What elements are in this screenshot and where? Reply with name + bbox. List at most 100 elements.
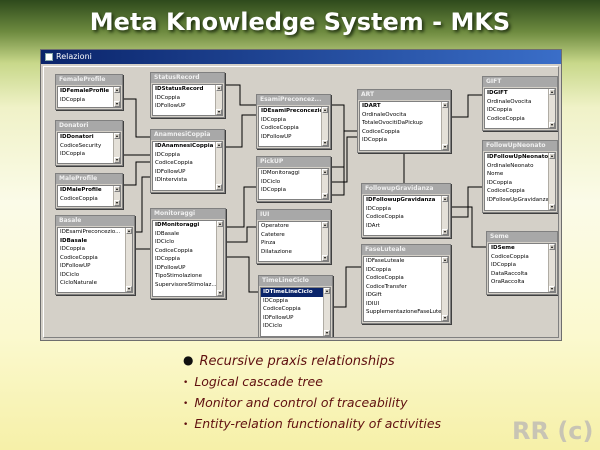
scroll-up-icon[interactable] [442, 257, 448, 263]
vertical-scrollbar[interactable] [113, 87, 120, 107]
vertical-scrollbar[interactable] [548, 244, 555, 292]
relationship-line[interactable] [225, 114, 256, 148]
table-field[interactable]: CodiceCoppia [263, 306, 301, 312]
table-field[interactable]: TipoStimolazione [155, 273, 203, 279]
relationship-line[interactable] [331, 136, 357, 183]
vertical-scrollbar[interactable] [215, 142, 222, 190]
vertical-scrollbar[interactable] [548, 89, 555, 128]
relationship-line[interactable] [226, 256, 258, 293]
scroll-down-icon[interactable] [322, 193, 328, 199]
relationship-line[interactable] [331, 266, 361, 308]
table-field[interactable]: IDFollowupGravidanza [366, 197, 436, 203]
table-title[interactable]: FollowUpNeonato [483, 141, 557, 151]
scroll-down-icon[interactable] [126, 286, 132, 292]
table-field[interactable]: IDCoppia [155, 151, 180, 158]
scroll-down-icon[interactable] [216, 109, 222, 115]
table-title[interactable]: StatusRecord [151, 73, 224, 83]
table-title[interactable]: FaseLuteale [362, 245, 450, 255]
scroll-up-icon[interactable] [114, 186, 120, 192]
table-field[interactable]: IDFollowUpGravidanza [487, 196, 549, 203]
scroll-down-icon[interactable] [114, 101, 120, 107]
table-field[interactable]: IDCiclo [261, 178, 281, 185]
scroll-up-icon[interactable] [322, 107, 328, 113]
relationship-line[interactable] [331, 130, 357, 196]
table-field[interactable]: IDCiclo [263, 323, 283, 329]
table-field[interactable]: OrdinaleNeonato [487, 162, 534, 169]
vertical-scrollbar[interactable] [113, 133, 120, 163]
table-field[interactable]: IDCoppia [261, 187, 286, 193]
table-field[interactable]: IDCiclo [155, 239, 175, 245]
scroll-up-icon[interactable] [549, 244, 555, 250]
table-title[interactable]: GIFT [483, 77, 557, 87]
table-field[interactable]: CodiceCoppia [155, 247, 193, 254]
vertical-scrollbar[interactable] [113, 186, 120, 206]
table-field[interactable]: IDFollowUP [263, 314, 294, 321]
scroll-down-icon[interactable] [549, 286, 555, 292]
table-title[interactable]: MaleProfile [56, 174, 122, 184]
table-field[interactable]: Operatore [261, 223, 289, 229]
table-field[interactable]: IDSeme [491, 245, 515, 251]
table-field[interactable]: IDCoppia [491, 262, 516, 268]
table-title[interactable]: Basale [56, 216, 134, 226]
table-title[interactable]: FemaleProfile [56, 75, 122, 85]
table-field[interactable]: IDGIFT [487, 90, 508, 96]
relationship-line[interactable] [226, 186, 256, 228]
table-field[interactable]: IDCiclo [60, 271, 80, 278]
table-title[interactable]: ART [358, 90, 450, 100]
table-field[interactable]: CodiceCoppia [60, 195, 98, 202]
scroll-up-icon[interactable] [442, 102, 448, 108]
vertical-scrollbar[interactable] [215, 85, 222, 115]
scroll-up-icon[interactable] [324, 288, 330, 294]
table-title[interactable]: PickUP [257, 157, 330, 167]
table-field[interactable]: IDFemaleProfile [60, 88, 110, 94]
table-field[interactable]: OrdinaleOvocita [362, 111, 407, 118]
table-field[interactable]: CodiceCoppia [155, 160, 193, 166]
scroll-up-icon[interactable] [322, 222, 328, 228]
table-field[interactable]: IDCoppia [155, 256, 180, 262]
table-field[interactable]: DataRaccolta [491, 270, 528, 277]
scroll-up-icon[interactable] [549, 153, 555, 159]
scroll-up-icon[interactable] [217, 221, 223, 227]
window-titlebar[interactable]: Relazioni [41, 50, 561, 64]
table-field[interactable]: IDMonitoraggi [155, 222, 200, 228]
scroll-down-icon[interactable] [324, 330, 330, 336]
table-field[interactable]: Dilatazione [261, 248, 292, 255]
scroll-down-icon[interactable] [114, 200, 120, 206]
vertical-scrollbar[interactable] [441, 196, 448, 235]
table-field[interactable]: IDEsamiPreconcezional [261, 108, 328, 114]
table-field[interactable]: CodiceSecurity [60, 142, 102, 149]
table-field[interactable]: IDCoppia [366, 205, 391, 212]
scroll-down-icon[interactable] [549, 122, 555, 128]
scroll-up-icon[interactable] [216, 142, 222, 148]
scroll-up-icon[interactable] [126, 228, 132, 234]
vertical-scrollbar[interactable] [441, 102, 448, 150]
vertical-scrollbar[interactable] [321, 107, 328, 146]
table-field[interactable]: CodiceCoppia [491, 253, 529, 260]
table-field[interactable]: IDEsamiPreconcezio... [60, 229, 121, 235]
table-field[interactable]: SupplementazioneFaseLuteale [366, 309, 448, 315]
table-title[interactable]: Donatori [56, 121, 122, 131]
table-field[interactable]: IDDonatori [60, 134, 94, 140]
table-field[interactable]: CodiceTransfer [366, 283, 407, 290]
scroll-down-icon[interactable] [217, 290, 223, 296]
table-field[interactable]: CodiceCoppia [60, 254, 98, 261]
table-field[interactable]: Nome [487, 171, 504, 177]
table-field[interactable]: IDCoppia [487, 179, 512, 186]
table-title[interactable]: FollowupGravidanza [362, 184, 450, 194]
relationship-line[interactable] [226, 226, 256, 243]
table-field[interactable]: CodiceCoppia [487, 115, 525, 122]
